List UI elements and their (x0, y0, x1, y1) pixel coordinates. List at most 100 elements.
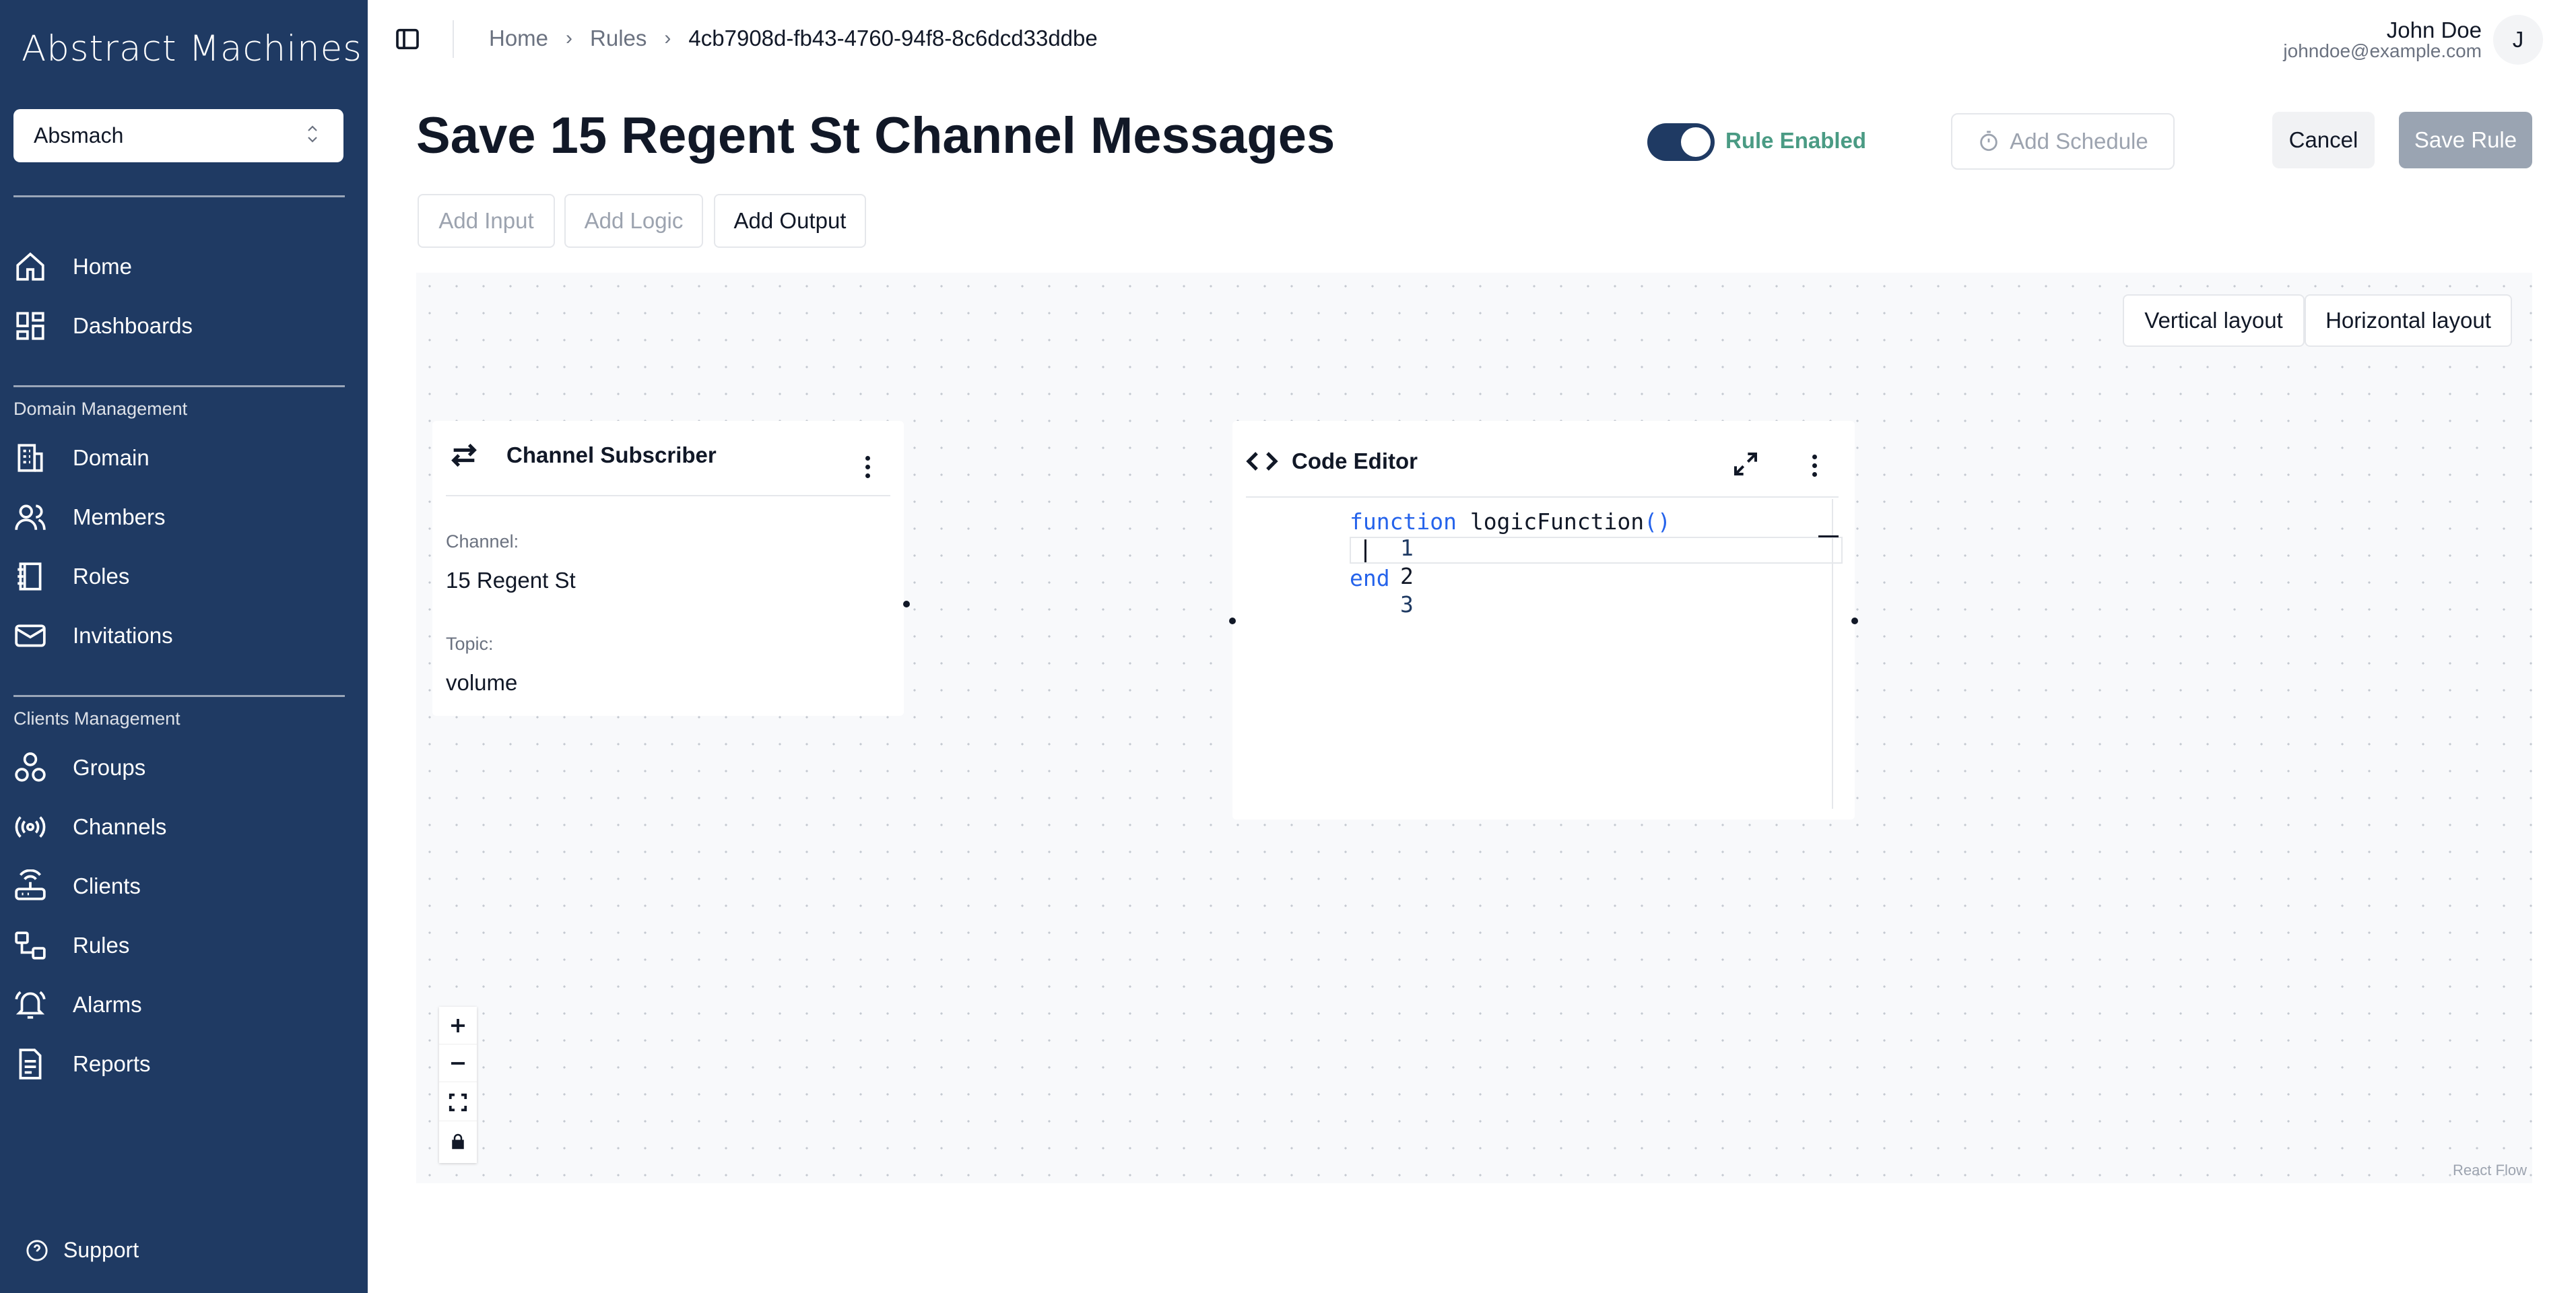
sidebar-item-groups[interactable]: Groups (13, 746, 343, 789)
sidebar-divider (13, 695, 345, 697)
save-rule-button[interactable]: Save Rule (2399, 112, 2532, 168)
code-line: 1 (1293, 508, 1414, 587)
users-icon (13, 500, 47, 534)
domain-select-value: Absmach (34, 123, 124, 147)
book-icon (13, 560, 47, 593)
node-title: Code Editor (1292, 449, 1418, 473)
chevron-right-icon: › (566, 27, 573, 49)
sidebar: Abstract Machines Absmach Home Dashboard… (0, 0, 368, 1293)
react-flow-attribution[interactable]: React Flow (2452, 1162, 2527, 1179)
sidebar-item-invitations[interactable]: Invitations (13, 614, 343, 657)
rule-enabled-label: Rule Enabled (1725, 128, 1867, 153)
plus-icon (451, 1018, 465, 1032)
rule-enabled-toggle[interactable] (1647, 123, 1715, 161)
channel-field-value: 15 Regent St (446, 568, 576, 593)
add-schedule-button[interactable]: Add Schedule (1951, 113, 2175, 170)
active-line-highlight (1350, 537, 1843, 564)
add-schedule-label: Add Schedule (2010, 129, 2148, 154)
sidebar-item-label: Home (73, 254, 133, 279)
code-keyword: end (1350, 565, 1390, 591)
sidebar-item-roles[interactable]: Roles (13, 555, 343, 598)
cancel-button[interactable]: Cancel (2272, 112, 2375, 168)
sidebar-item-reports[interactable]: Reports (13, 1042, 343, 1086)
node-header: Code Editor (1246, 445, 1418, 477)
code-line-text: end (1350, 565, 1390, 591)
sidebar-item-label: Reports (73, 1051, 151, 1076)
code-parens: () (1644, 508, 1671, 535)
fit-view-button[interactable] (439, 1084, 477, 1121)
workflow-icon (13, 929, 47, 962)
topbar-divider (453, 20, 454, 58)
topic-field-value: volume (446, 670, 518, 695)
zoom-out-button[interactable] (439, 1045, 477, 1082)
sidebar-item-home[interactable]: Home (13, 245, 343, 288)
node-menu-icon[interactable] (863, 456, 871, 478)
line-number: 2 (1399, 563, 1414, 589)
chevron-right-icon: › (664, 27, 671, 49)
sidebar-item-members[interactable]: Members (13, 496, 343, 539)
lock-icon (452, 1133, 464, 1150)
building-icon (13, 441, 47, 475)
sidebar-item-rules[interactable]: Rules (13, 924, 343, 967)
support-label: Support (63, 1238, 139, 1262)
fit-view-icon (449, 1093, 467, 1111)
section-label-clients: Clients Management (13, 708, 180, 729)
help-circle-icon (26, 1239, 48, 1261)
line-number: 3 (1399, 591, 1414, 618)
timer-icon (1980, 131, 1997, 152)
code-editor-node[interactable]: Code Editor 1 function logicFunction() 2… (1232, 421, 1855, 820)
sidebar-divider (13, 385, 345, 387)
code-editor[interactable]: 1 function logicFunction() 2 3 end (1246, 498, 1843, 809)
minus-icon (451, 1061, 465, 1065)
sidebar-item-channels[interactable]: Channels (13, 805, 343, 849)
node-title: Channel Subscriber (506, 442, 717, 467)
code-icon (1246, 452, 1278, 471)
node-divider (446, 495, 890, 496)
line-number: 1 (1399, 535, 1414, 561)
router-icon (13, 869, 47, 903)
sidebar-item-dashboards[interactable]: Dashboards (13, 304, 343, 347)
node-source-handle[interactable] (1851, 618, 1858, 624)
flow-canvas[interactable]: Vertical layout Horizontal layout Channe… (416, 273, 2532, 1183)
vertical-layout-button[interactable]: Vertical layout (2123, 294, 2305, 347)
node-header: Channel Subscriber (449, 440, 717, 471)
panel-left-icon (396, 28, 419, 50)
node-target-handle[interactable] (1229, 618, 1236, 624)
code-line: 2 (1293, 537, 1414, 616)
support-link[interactable]: Support (26, 1238, 139, 1263)
sidebar-item-label: Clients (73, 873, 141, 898)
arrows-swap-icon (451, 443, 477, 467)
zoom-in-button[interactable] (439, 1007, 477, 1045)
domain-select[interactable]: Absmach (13, 109, 343, 162)
avatar[interactable]: J (2493, 15, 2543, 65)
expand-icon[interactable] (1732, 451, 1759, 477)
section-label-domain: Domain Management (13, 399, 188, 419)
sidebar-item-alarms[interactable]: Alarms (13, 983, 343, 1026)
groups-icon (13, 751, 47, 785)
app-logo[interactable]: Abstract Machines (22, 28, 362, 69)
chevron-up-down-icon (304, 123, 323, 150)
breadcrumb-home[interactable]: Home (489, 26, 549, 51)
channel-subscriber-node[interactable]: Channel Subscriber Channel: 15 Regent St… (432, 421, 904, 716)
sidebar-item-clients[interactable]: Clients (13, 865, 343, 908)
text-cursor (1364, 539, 1366, 562)
sidebar-divider (13, 195, 345, 197)
sidebar-item-label: Invitations (73, 623, 173, 648)
sidebar-item-domain[interactable]: Domain (13, 436, 343, 479)
code-line: 3 (1293, 565, 1414, 644)
radio-icon (13, 810, 47, 844)
add-output-button[interactable]: Add Output (714, 194, 866, 248)
node-source-handle[interactable] (903, 601, 910, 607)
report-icon (13, 1047, 47, 1081)
add-input-button[interactable]: Add Input (418, 194, 555, 248)
zoom-controls (439, 1007, 477, 1163)
add-logic-button[interactable]: Add Logic (564, 194, 703, 248)
channel-field-label: Channel: (446, 531, 519, 552)
breadcrumb-rules[interactable]: Rules (590, 26, 647, 51)
horizontal-layout-button[interactable]: Horizontal layout (2305, 294, 2512, 347)
sidebar-toggle-button[interactable] (394, 26, 421, 53)
sidebar-item-label: Domain (73, 445, 150, 470)
node-divider (1246, 496, 1839, 498)
node-menu-icon[interactable] (1810, 455, 1818, 477)
lock-button[interactable] (439, 1123, 477, 1160)
